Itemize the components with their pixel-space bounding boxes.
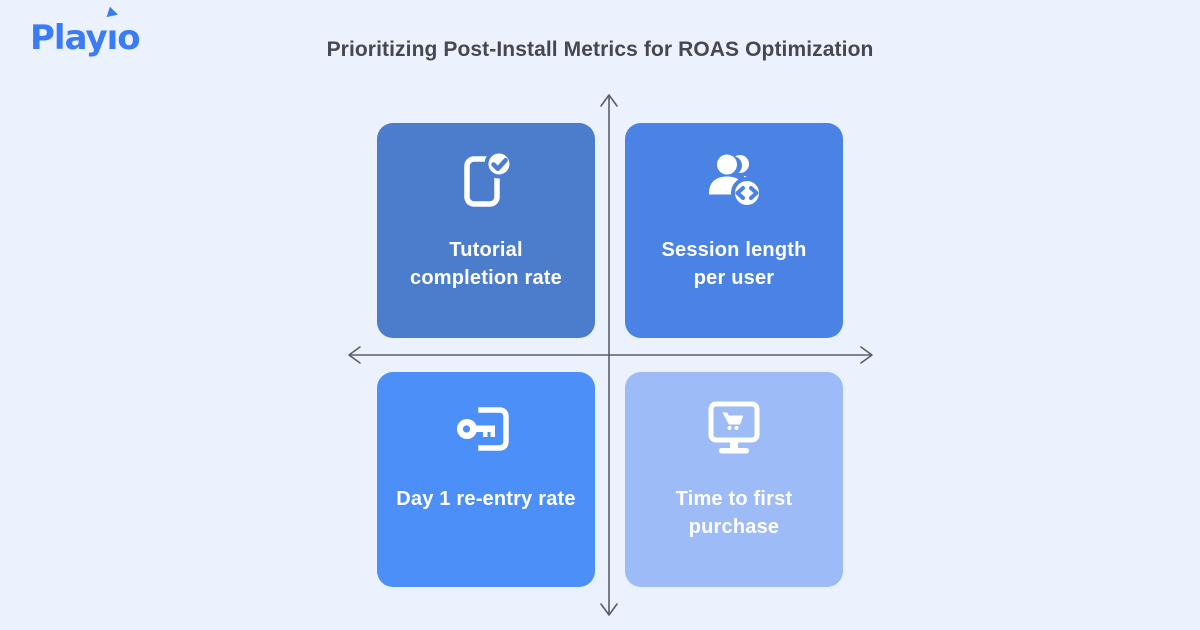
quadrant-label-session-length-per-user: Session length per user [661,239,807,289]
logo-text-o: o [117,18,140,58]
arrow-up-icon [600,94,618,107]
logo-text-play: Play [30,18,108,58]
quadrant-card-tutorial-completion-rate: Tutorial completion rate [377,123,595,338]
quadrant-card-session-length-per-user: Session length per user [625,123,843,338]
quadrant-label-tutorial-completion-rate: Tutorial completion rate [410,239,562,289]
key-door-icon [454,397,518,461]
people-code-icon [702,148,766,212]
quadrant-label-time-to-first-purchase: Time to first purchase [675,488,793,538]
logo-text-i: ı [106,18,119,58]
quadrant-card-time-to-first-purchase: Time to first purchase [625,372,843,587]
page-title: Prioritizing Post-Install Metrics for RO… [326,38,874,61]
arrow-left-icon [348,346,361,364]
quadrant-label-day1-reentry-rate: Day 1 re-entry rate [396,488,576,510]
monitor-cart-icon [702,397,766,461]
quadrant-card-day1-reentry-rate: Day 1 re-entry rate [377,372,595,587]
arrow-down-icon [600,603,618,616]
arrow-right-icon [860,346,873,364]
phone-check-icon [454,148,518,212]
